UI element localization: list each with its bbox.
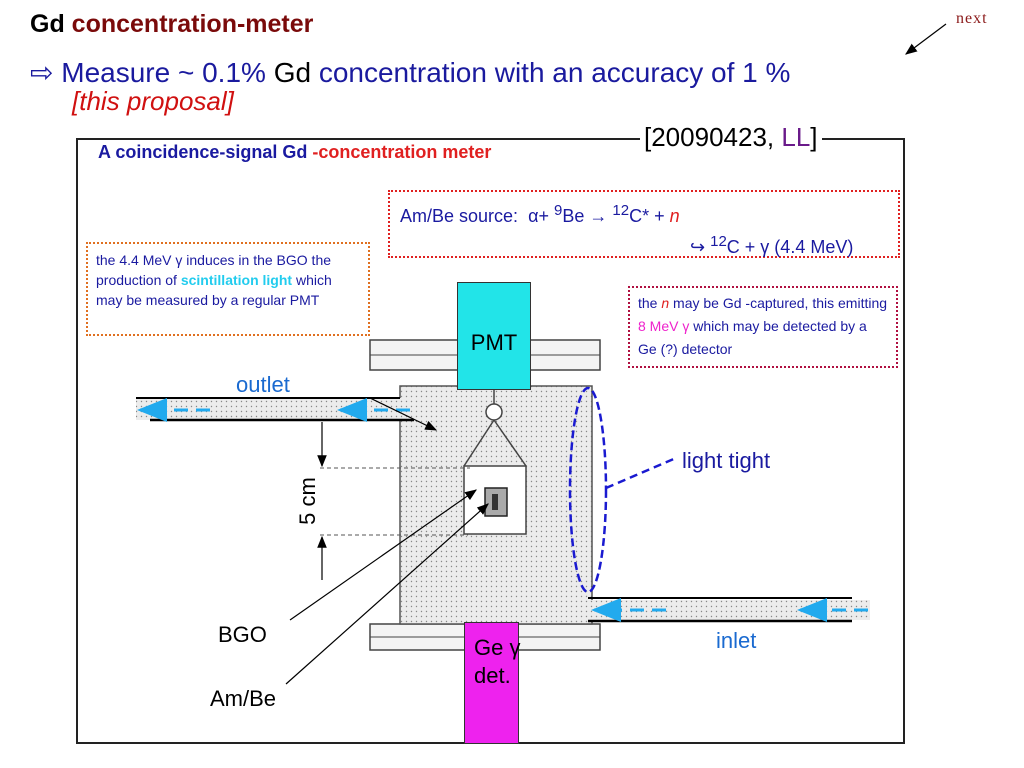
bullet-text: Measure ~ 0.1% Gd concentration with an … [61, 57, 790, 88]
bullet-arrow-icon: ⇨ [30, 57, 54, 88]
figure-title-a: A coincidence-signal Gd [98, 142, 308, 162]
bgo-note-a: the 4.4 MeV γ induces in the BGO the pro… [96, 252, 332, 288]
ge-note-energy: 8 MeV γ [638, 318, 690, 334]
light-tight-label: light tight [682, 448, 771, 473]
figure-title-b: -concentration meter [312, 142, 492, 162]
ambe-label: Am/Be [210, 686, 277, 711]
pointer-ambe [285, 503, 489, 685]
bgo-note-b: which may be measured by a regular PMT [96, 272, 332, 308]
pointer-bgo-note [369, 397, 438, 431]
source-be: Be [562, 206, 585, 226]
ge-note-b: may be Gd -captured, this emitting [673, 295, 888, 311]
title-rest: concentration-meter [71, 10, 314, 38]
source-neutron: n [669, 206, 680, 226]
reference-close: ] [810, 122, 818, 152]
ge-note: the n may be Gd -captured, this emitting… [628, 286, 898, 368]
ge-note-neutron: n [661, 295, 670, 311]
proposal-note: [this proposal] [72, 86, 234, 116]
ge-detector-box [464, 622, 519, 744]
source-prefix: Am/Be source: [400, 206, 519, 226]
next-arrow [905, 23, 947, 55]
reference-label: [20090423, LL] [640, 122, 822, 153]
inlet-pipe [574, 600, 870, 620]
title-gd: Gd [30, 10, 65, 38]
ge-note-a: the [638, 295, 658, 311]
source-c: C* + [629, 206, 665, 226]
source-alpha: α+ [528, 206, 549, 226]
bullet-text-a: Measure ~ 0.1% [61, 57, 266, 88]
pmt-box [457, 282, 531, 390]
source-note: Am/Be source: α+ 9Be → 12C* + n ↪ 12C + … [388, 190, 900, 258]
hook-ring [485, 403, 503, 421]
outlet-label: outlet [236, 372, 290, 397]
source-line-2: ↪ 12C + γ (4.4 MeV) [400, 229, 888, 260]
figure-title: A coincidence-signal Gd -concentration m… [98, 142, 491, 163]
source-line2-text: C + γ (4.4 MeV) [726, 237, 854, 257]
inlet-label: inlet [716, 628, 757, 653]
source-line-1: Am/Be source: α+ 9Be → 12C* + n [400, 198, 888, 229]
five-cm-label: 5 cm [294, 477, 320, 525]
bullet-text-gd: Gd [273, 57, 312, 88]
bgo-note-highlight: scintillation light [180, 272, 293, 288]
pointer-bgo [289, 489, 477, 621]
ge-note-c: which may be detected by a Ge (?) detect… [638, 318, 867, 357]
source-arrow: → [589, 206, 608, 226]
reference-ll: LL [781, 122, 811, 152]
bgo-note: the 4.4 MeV γ induces in the BGO the pro… [86, 242, 370, 336]
source-be-sup: 9 [554, 202, 563, 219]
source-line2-sup: 12 [710, 233, 727, 250]
ambe-source [492, 494, 498, 510]
pmt-label: PMT [470, 330, 518, 355]
slide-title: Gd concentration-meter [30, 10, 313, 39]
reference-open: [20090423, [644, 122, 775, 152]
bullet-line: ⇨ Measure ~ 0.1% Gd concentration with a… [30, 56, 790, 89]
next-link[interactable]: next [956, 10, 988, 27]
source-line2-arrow: ↪ [690, 237, 706, 257]
light-tight-seal [568, 386, 608, 594]
bgo-label: BGO [218, 622, 267, 647]
bullet-text-b: concentration with an accuracy of 1 % [318, 57, 791, 88]
source-c-sup: 12 [612, 202, 630, 219]
ge-detector-label: Ge γ det. [474, 635, 521, 688]
